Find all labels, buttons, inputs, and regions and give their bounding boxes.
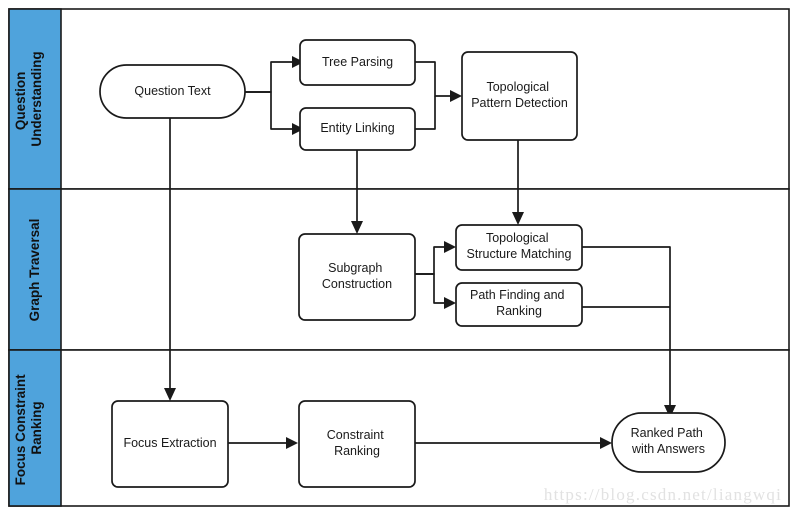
lane-label-line1: Focus Constraint: [13, 374, 28, 486]
edge-constraint-ranking-to-ranked-path: [415, 437, 612, 449]
lane-header-graph-traversal: [8, 188, 62, 351]
edge-entity-linking-to-subgraph-construction: [351, 150, 363, 234]
node-shape-topological-pattern-detection[interactable]: [461, 51, 578, 141]
lane-label-graph-traversal: Graph Traversal: [27, 219, 42, 322]
node-label-tree-parsing: Tree Parsing: [322, 55, 393, 69]
node-label-path-finding-and-ranking: Path Finding and Ranking: [470, 288, 568, 318]
node-text-line1: Topological: [486, 231, 549, 245]
edge-matching-and-ranking-to-ranked-path: [582, 246, 676, 418]
node-shape-constraint-ranking[interactable]: [298, 400, 416, 488]
node-shape-topological-structure-matching[interactable]: [455, 224, 583, 271]
node-text-line2: Ranking: [496, 304, 542, 318]
node-ranked-path-with-answers[interactable]: Ranked Path with Answers: [611, 412, 726, 473]
node-path-finding-and-ranking[interactable]: Path Finding and Ranking: [455, 282, 583, 327]
node-text-line2: with Answers: [631, 442, 705, 456]
lane-label-line2: Ranking: [29, 401, 44, 454]
node-tree-parsing[interactable]: Tree Parsing: [299, 39, 416, 86]
node-text-line1: Ranked Path: [631, 426, 703, 440]
edge-tree-parsing-to-topological-pattern-detection: [415, 61, 462, 102]
node-text-line1: Question Text: [134, 84, 211, 98]
node-constraint-ranking[interactable]: Constraint Ranking: [298, 400, 416, 488]
node-text-line1: Focus Extraction: [123, 436, 216, 450]
node-text-line1: Tree Parsing: [322, 55, 393, 69]
edge-question-text-to-focus-extraction: [164, 118, 176, 401]
node-label-topological-structure-matching: Topological Structure Matching: [467, 231, 572, 261]
node-text-line1: Topological: [486, 80, 549, 94]
node-shape-path-finding-and-ranking[interactable]: [455, 282, 583, 327]
node-text-line1: Entity Linking: [320, 121, 394, 135]
node-label-entity-linking: Entity Linking: [320, 121, 394, 135]
node-shape-entity-linking[interactable]: [299, 107, 416, 151]
node-shape-subgraph-construction[interactable]: [298, 233, 416, 321]
watermark-text: https://blog.csdn.net/liangwqi: [544, 485, 782, 504]
lane-header-question-understanding: [8, 8, 62, 190]
node-text-line1: Subgraph: [328, 261, 382, 275]
edge-question-text-to-entity-linking: [245, 91, 304, 135]
node-label-focus-extraction: Focus Extraction: [123, 436, 216, 450]
node-topological-structure-matching[interactable]: Topological Structure Matching: [455, 224, 583, 271]
node-text-line2: Structure Matching: [467, 247, 572, 261]
lane-label-question-understanding: Question Understanding: [13, 51, 44, 146]
node-text-line2: Pattern Detection: [471, 96, 568, 110]
node-shape-tree-parsing[interactable]: [299, 39, 416, 86]
lane-label-line1: Graph Traversal: [27, 219, 42, 322]
node-shape-ranked-path-with-answers[interactable]: [611, 412, 726, 473]
lane-label-line1: Question: [13, 72, 28, 131]
node-subgraph-construction[interactable]: Subgraph Construction: [298, 233, 416, 321]
node-text-line1: Path Finding and: [470, 288, 565, 302]
node-text-line1: Constraint: [327, 428, 384, 442]
node-shape-focus-extraction[interactable]: [111, 400, 229, 488]
edge-subgraph-construction-to-path-finding-and-ranking: [415, 273, 456, 309]
node-label-subgraph-construction: Subgraph Construction: [322, 261, 392, 291]
node-entity-linking[interactable]: Entity Linking: [299, 107, 416, 151]
lane-label-focus-constraint-ranking: Focus Constraint Ranking: [13, 371, 44, 486]
node-text-line2: Construction: [322, 277, 392, 291]
node-label-topological-pattern-detection: Topological Pattern Detection: [471, 80, 568, 110]
edge-entity-linking-to-topological-pattern-detection: [415, 96, 436, 130]
node-text-line2: Ranking: [334, 444, 380, 458]
node-shape-question-text[interactable]: [99, 64, 246, 119]
node-label-ranked-path-with-answers: Ranked Path with Answers: [631, 426, 707, 456]
node-label-question-text: Question Text: [134, 84, 211, 98]
lane-header-focus-constraint-ranking: [8, 349, 62, 507]
node-focus-extraction[interactable]: Focus Extraction: [111, 400, 229, 488]
lane-label-line2: Understanding: [29, 51, 44, 146]
edge-focus-extraction-to-constraint-ranking: [228, 437, 298, 449]
node-question-text[interactable]: Question Text: [99, 64, 246, 119]
edge-topological-pattern-detection-to-topological-structure-matching: [512, 140, 524, 225]
node-topological-pattern-detection[interactable]: Topological Pattern Detection: [461, 51, 578, 141]
node-label-constraint-ranking: Constraint Ranking: [327, 428, 387, 458]
